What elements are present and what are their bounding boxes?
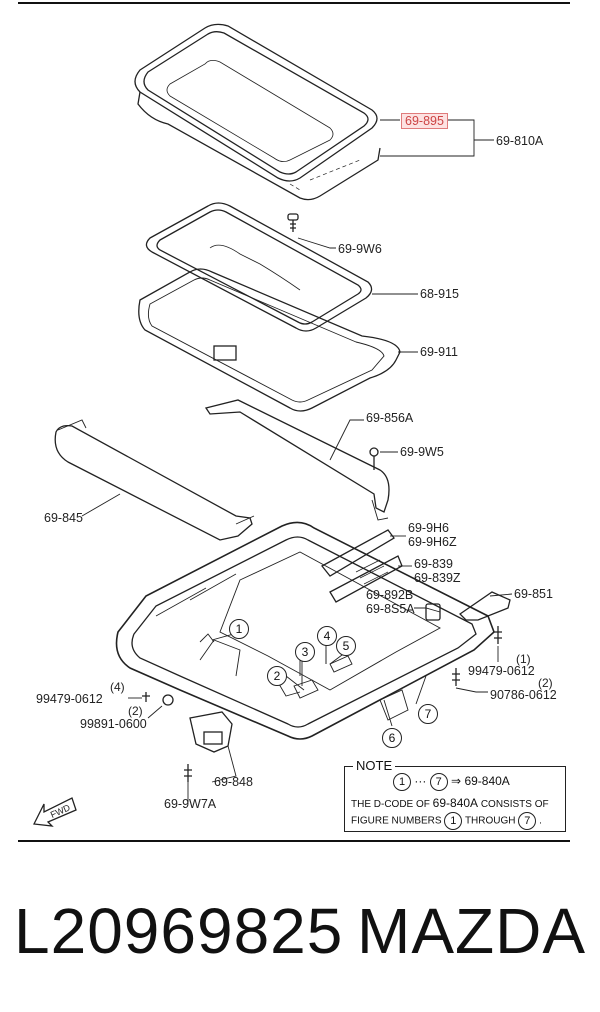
label-90786-0612[interactable]: 90786-0612 bbox=[490, 688, 557, 702]
note-line2-b: 69-840A bbox=[432, 796, 479, 810]
screw-9w5-drawing bbox=[369, 447, 379, 470]
leader-lines bbox=[81, 119, 513, 802]
note-circle-7: 7 bbox=[429, 773, 448, 791]
figure-number-2: 2 bbox=[267, 666, 287, 686]
fwd-arrow: FWD bbox=[30, 790, 80, 835]
label-69-9h6z[interactable]: 69-9H6Z bbox=[408, 535, 457, 549]
note-box: NOTE 1 ··· 7 ⇒ 69-840A THE D-CODE OF 69-… bbox=[344, 758, 566, 832]
label-69-895[interactable]: 69-895 bbox=[401, 113, 448, 129]
label-69-8s5a[interactable]: 69-8S5A bbox=[366, 602, 415, 616]
label-69-845[interactable]: 69-845 bbox=[44, 511, 83, 525]
note-line2-c: CONSISTS OF bbox=[480, 799, 549, 810]
note-line3-end: . bbox=[539, 815, 542, 827]
note-line2-a: THE D-CODE OF bbox=[351, 799, 430, 810]
note-dots: ··· bbox=[414, 774, 427, 789]
figure-number-4: 4 bbox=[317, 626, 337, 646]
label-99891-0600[interactable]: 99891-0600 bbox=[80, 717, 147, 731]
label-69-851[interactable]: 69-851 bbox=[514, 587, 553, 601]
sunroof-exploded-diagram bbox=[54, 23, 513, 802]
figure-number-1: 1 bbox=[229, 619, 249, 639]
qty-l2: (2) bbox=[128, 704, 143, 718]
rails-drawing bbox=[321, 529, 511, 686]
label-69-9h6[interactable]: 69-9H6 bbox=[408, 521, 449, 535]
note-line3-circle-7: 7 bbox=[518, 812, 537, 830]
note-line-3: FIGURE NUMBERS 1 THROUGH 7 . bbox=[351, 812, 542, 830]
glass-panel-drawing bbox=[134, 23, 381, 201]
left-fasteners-drawing bbox=[142, 692, 174, 706]
label-69-892b[interactable]: 69-892B bbox=[366, 588, 414, 602]
footer: L20969825 MAZDA bbox=[14, 894, 594, 968]
main-frame-drawing bbox=[115, 521, 495, 740]
figure-number-7: 7 bbox=[418, 704, 438, 724]
deflector-drawing bbox=[204, 399, 390, 521]
note-circle-1: 1 bbox=[393, 773, 411, 791]
top-rule bbox=[18, 2, 570, 4]
note-title: NOTE bbox=[353, 758, 396, 773]
note-line3-circle-1: 1 bbox=[444, 812, 463, 830]
note-line3-a: FIGURE NUMBERS bbox=[351, 815, 442, 827]
label-69-839[interactable]: 69-839 bbox=[414, 557, 453, 571]
label-69-9w7a[interactable]: 69-9W7A bbox=[164, 797, 217, 811]
figure-number-6: 6 bbox=[382, 728, 402, 748]
qty-r1: (1) bbox=[516, 652, 531, 666]
note-line3-b: THROUGH bbox=[464, 815, 516, 827]
note-line-1: 1 ··· 7 ⇒ 69-840A bbox=[393, 773, 510, 791]
motor-drawing bbox=[184, 711, 233, 782]
sunshade-drawing bbox=[54, 419, 255, 541]
figure-number-3: 3 bbox=[295, 642, 315, 662]
inner-frame-drawing bbox=[138, 244, 401, 412]
fwd-arrow-icon: FWD bbox=[33, 797, 77, 827]
footer-part-number: L20969825 bbox=[14, 895, 344, 967]
label-69-810a[interactable]: 69-810A bbox=[496, 134, 544, 148]
label-68-915[interactable]: 68-915 bbox=[420, 287, 459, 301]
screw-9w6-drawing bbox=[287, 213, 299, 232]
note-line-2: THE D-CODE OF 69-840A CONSISTS OF bbox=[351, 796, 549, 810]
footer-brand: MAZDA bbox=[357, 895, 586, 967]
bottom-rule bbox=[18, 840, 570, 842]
label-99479-0612-left[interactable]: 99479-0612 bbox=[36, 692, 103, 706]
qty-r2: (2) bbox=[538, 676, 553, 690]
figure-number-5: 5 bbox=[336, 636, 356, 656]
label-99479-0612-right[interactable]: 99479-0612 bbox=[468, 664, 535, 678]
note-arrow: ⇒ bbox=[451, 774, 462, 789]
label-69-911[interactable]: 69-911 bbox=[420, 345, 458, 359]
note-target: 69-840A bbox=[464, 774, 510, 789]
label-69-856a[interactable]: 69-856A bbox=[366, 411, 414, 425]
label-69-9w6[interactable]: 69-9W6 bbox=[338, 242, 382, 256]
label-69-9w5[interactable]: 69-9W5 bbox=[400, 445, 444, 459]
seal-frame-drawing bbox=[145, 202, 373, 332]
label-69-848[interactable]: 69-848 bbox=[214, 775, 253, 789]
label-69-839z[interactable]: 69-839Z bbox=[414, 571, 461, 585]
qty-l4: (4) bbox=[110, 680, 125, 694]
